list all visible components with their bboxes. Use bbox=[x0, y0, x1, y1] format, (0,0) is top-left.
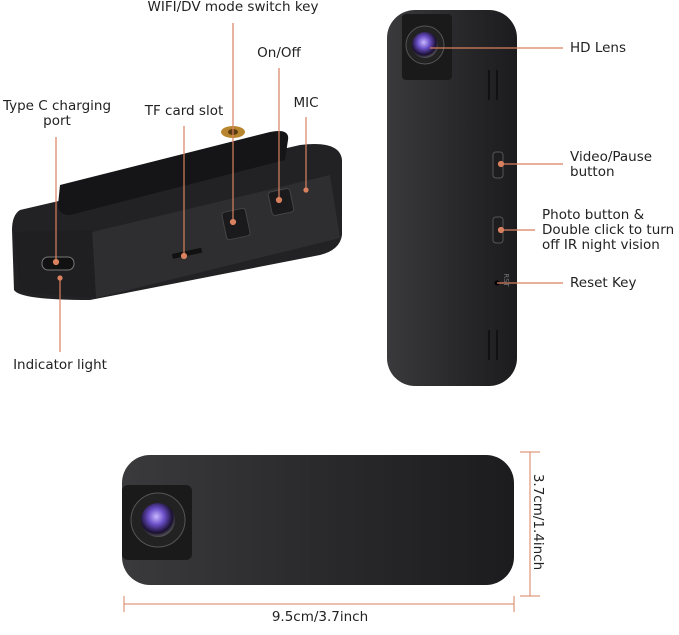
label-line: button bbox=[570, 164, 615, 180]
label-on-off: On/Off bbox=[257, 45, 301, 61]
device-top-view bbox=[122, 455, 514, 585]
dimension-lines bbox=[123, 451, 540, 612]
label-line: off IR night vision bbox=[542, 237, 660, 253]
device-side-view bbox=[12, 126, 342, 300]
leader-lines bbox=[52, 23, 563, 352]
label-reset-key: Reset Key bbox=[570, 275, 637, 291]
label-line: Double click to turn bbox=[542, 222, 675, 238]
dimension-width: 9.5cm/3.7inch bbox=[271, 609, 369, 625]
label-photo-button: Photo button & Double click to turn off … bbox=[542, 208, 674, 253]
label-line: port bbox=[43, 113, 71, 129]
label-type-c: Type C charging port bbox=[0, 99, 114, 129]
dimension-height: 3.7cm/1.4inch bbox=[530, 473, 546, 571]
label-hd-lens: HD Lens bbox=[570, 40, 627, 56]
label-mic: MIC bbox=[293, 95, 319, 111]
label-line: Type C charging bbox=[2, 98, 112, 114]
label-line: Photo button & bbox=[542, 207, 645, 223]
device-front-view bbox=[387, 10, 517, 386]
marking-rst: RST bbox=[502, 273, 510, 287]
label-indicator-light: Indicator light bbox=[13, 357, 107, 373]
label-video-pause: Video/Pause button bbox=[570, 150, 652, 180]
label-line: Video/Pause bbox=[570, 149, 653, 165]
label-wifi-dv-switch: WIFI/DV mode switch key bbox=[147, 0, 319, 15]
label-tf-slot: TF card slot bbox=[144, 103, 224, 119]
